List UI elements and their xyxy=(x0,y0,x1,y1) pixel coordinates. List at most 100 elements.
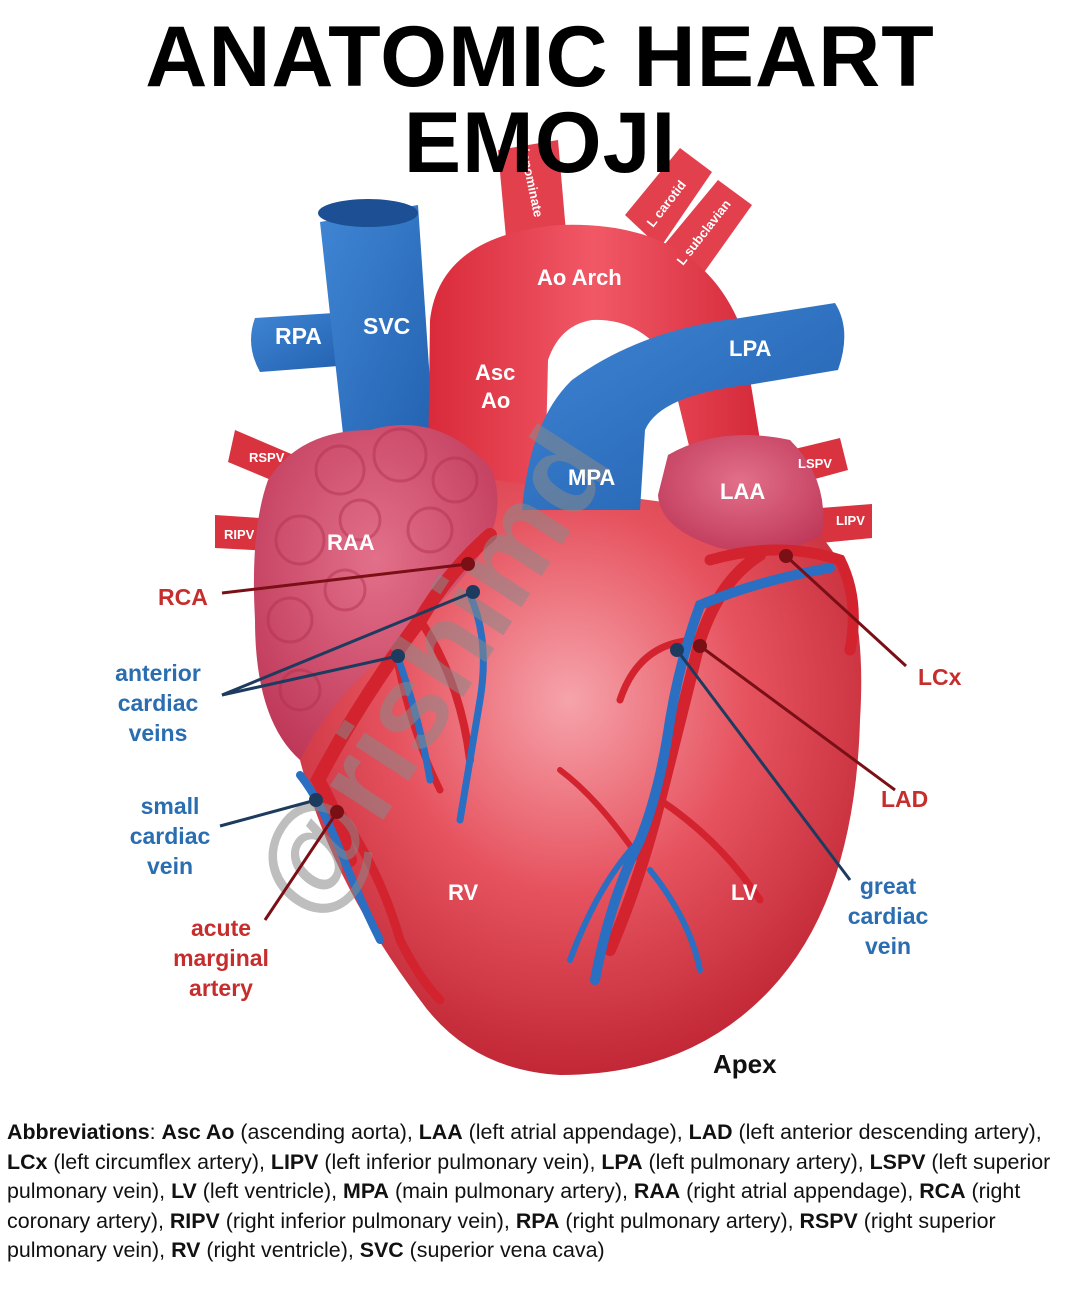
leader-lcx xyxy=(784,554,908,668)
leader-dots xyxy=(309,549,793,819)
abbreviation-term: LV xyxy=(171,1179,197,1204)
leader-scv xyxy=(219,798,317,828)
abbreviation-term: RCA xyxy=(919,1179,966,1204)
lv-branch xyxy=(656,796,764,904)
leader-acv-1 xyxy=(221,590,474,697)
abbreviation-definition: (ascending aorta), xyxy=(234,1120,419,1144)
abbreviation-term: Asc Ao xyxy=(161,1120,235,1144)
abbreviation-definition: (left superior pulmonary vein), xyxy=(7,1149,1051,1204)
great-cardiac-vein-path xyxy=(590,563,835,985)
callout-labels: RCA anterior cardiac veins small cardiac… xyxy=(115,584,961,1001)
callout-scv-1: small xyxy=(141,793,200,819)
callout-lad: LAD xyxy=(881,786,928,812)
gcv-branch-2 xyxy=(647,867,703,973)
label-lpa: LPA xyxy=(729,336,771,361)
abbreviation-definition: (main pulmonary artery), xyxy=(389,1179,634,1204)
callout-acv-1: anterior xyxy=(115,660,201,686)
leader-gcv xyxy=(675,649,852,881)
callout-acv-2: cardiac xyxy=(118,690,199,716)
abbreviation-definition: (right pulmonary artery), xyxy=(559,1208,800,1233)
abbreviation-definition: (right inferior pulmonary vein), xyxy=(219,1208,516,1233)
abbreviation-definition: (right atrial appendage), xyxy=(680,1179,920,1204)
label-rpa: RPA xyxy=(275,323,322,349)
abbreviation-term: LIPV xyxy=(270,1149,319,1174)
acute-marginal-path xyxy=(333,805,445,1005)
rpa-vessel xyxy=(251,312,352,372)
label-rv: RV xyxy=(448,880,478,905)
leader-lines xyxy=(219,554,908,921)
abbreviation-term: MPA xyxy=(343,1179,389,1204)
abbreviation-term: LAA xyxy=(418,1120,463,1144)
label-asc-ao-1: Asc xyxy=(475,360,515,385)
apex-label: Apex xyxy=(713,1049,777,1079)
abbreviations-heading: Abbreviations xyxy=(7,1120,150,1144)
label-raa: RAA xyxy=(327,530,375,555)
abbreviation-definition: (left inferior pulmonary vein), xyxy=(318,1149,602,1174)
label-mpa: MPA xyxy=(568,465,615,490)
callout-ama-2: marginal xyxy=(173,945,269,971)
dot-lad xyxy=(693,639,707,653)
abbreviation-definition: (left circumflex artery), xyxy=(47,1149,271,1174)
callout-scv-3: vein xyxy=(147,853,193,879)
label-lipv: LIPV xyxy=(836,513,865,528)
dot-scv xyxy=(309,793,323,807)
leader-acv-2 xyxy=(221,654,399,697)
small-cardiac-vein-path xyxy=(296,771,384,944)
abbreviation-term: SVC xyxy=(359,1238,404,1263)
callout-gcv-1: great xyxy=(860,873,917,899)
anterior-cardiac-vein-2 xyxy=(394,654,434,784)
rca-branch-1 xyxy=(416,616,474,764)
abbreviation-definition: (left anterior descending artery), xyxy=(732,1120,1042,1144)
laa-structure xyxy=(658,435,824,552)
abbreviation-definition: (superior vena cava) xyxy=(403,1238,605,1263)
label-lv: LV xyxy=(731,880,758,905)
abbreviations-paragraph: Abbreviations: Asc Ao (ascending aorta),… xyxy=(7,1118,1073,1266)
abbreviations-list: Asc Ao (ascending aorta), LAA (left atri… xyxy=(7,1120,1050,1262)
abbreviation-definition: (left pulmonary artery), xyxy=(642,1149,870,1174)
dot-acv-2 xyxy=(391,649,405,663)
abbreviation-term: RIPV xyxy=(169,1208,220,1233)
callout-ama-3: artery xyxy=(189,975,253,1001)
callout-lcx: LCx xyxy=(918,664,962,690)
abbreviation-term: RSPV xyxy=(799,1208,858,1233)
page-title: ANATOMIC HEART EMOJI xyxy=(145,9,935,191)
callout-ama-1: acute xyxy=(191,915,251,941)
abbreviations-colon: : xyxy=(149,1120,162,1144)
abbreviation-term: LCx xyxy=(7,1149,48,1174)
leader-lad xyxy=(699,644,896,792)
abbreviation-definition: (right coronary artery), xyxy=(7,1179,1021,1233)
leader-ama xyxy=(263,811,339,921)
callout-acv-3: veins xyxy=(129,720,188,746)
abbreviation-term: LAD xyxy=(688,1120,733,1144)
raa-structure xyxy=(253,425,498,760)
callout-gcv-3: vein xyxy=(865,933,911,959)
abbreviation-definition: (left ventricle), xyxy=(196,1179,344,1204)
abbreviation-term: LPA xyxy=(601,1149,643,1174)
cardiac-veins xyxy=(296,563,835,985)
label-rspv: RSPV xyxy=(249,450,285,465)
dot-rca xyxy=(461,557,475,571)
label-asc-ao-2: Ao xyxy=(481,388,510,413)
mpa-lpa-vessel xyxy=(522,303,845,510)
dot-ama xyxy=(330,805,344,819)
svc-vessel xyxy=(320,205,436,480)
label-lspv: LSPV xyxy=(798,456,832,471)
leader-rca xyxy=(221,562,469,595)
callout-rca: RCA xyxy=(158,584,208,610)
callout-gcv-2: cardiac xyxy=(848,903,929,929)
callout-scv-2: cardiac xyxy=(130,823,211,849)
abbreviation-term: RV xyxy=(171,1238,201,1263)
abbreviation-definition: (left atrial appendage), xyxy=(462,1120,689,1144)
svc-opening xyxy=(318,199,418,227)
dot-lcx xyxy=(779,549,793,563)
abbreviation-term: LSPV xyxy=(869,1149,926,1174)
label-svc: SVC xyxy=(363,313,410,339)
raa-texture xyxy=(266,427,479,712)
label-ripv: RIPV xyxy=(224,527,255,542)
anterior-cardiac-vein-1 xyxy=(456,591,487,824)
label-laa: LAA xyxy=(720,479,765,504)
abbreviation-definition: (right ventricle), xyxy=(200,1238,360,1263)
heart-body xyxy=(300,470,862,1075)
coronary-arteries xyxy=(310,528,859,1005)
